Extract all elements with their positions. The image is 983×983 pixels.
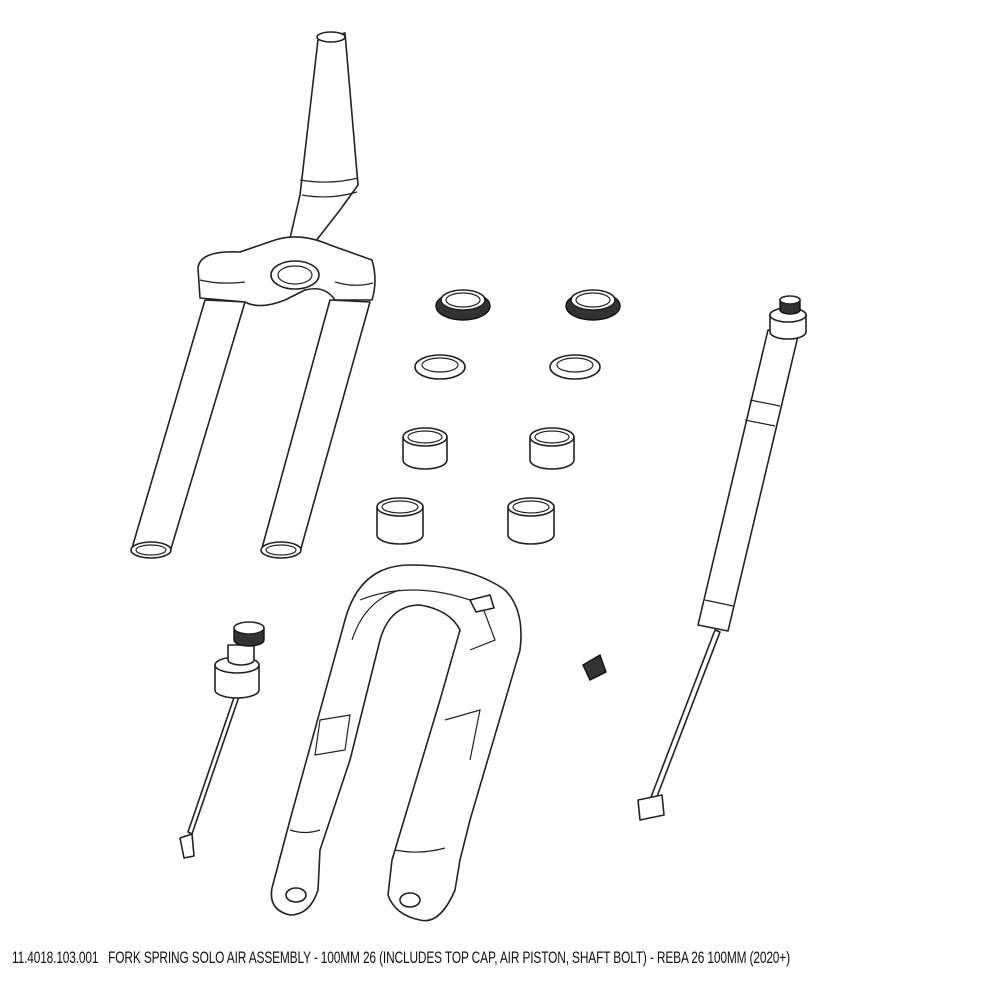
small-bolt-part — [582, 653, 607, 681]
part-description: FORK SPRING SOLO AIR ASSEMBLY - 100MM 26… — [108, 948, 790, 967]
lower-bushing-left — [376, 497, 424, 545]
lower-bushing-right — [507, 497, 555, 545]
part-number: 11.4018.103.001 — [12, 948, 99, 967]
dust-wiper-seal-right — [565, 289, 621, 321]
upper-bushing-right — [529, 427, 575, 470]
lower-leg-casting — [270, 564, 522, 922]
dust-wiper-seal-left — [435, 289, 491, 321]
crown-steerer-uppers — [130, 31, 376, 559]
foam-ring-left — [414, 354, 466, 380]
air-spring-assembly — [179, 621, 265, 859]
foam-ring-right — [549, 354, 601, 380]
part-caption: 11.4018.103.001 FORK SPRING SOLO AIR ASSE… — [12, 948, 800, 968]
damper-assembly — [637, 295, 807, 821]
upper-bushing-left — [402, 427, 448, 470]
